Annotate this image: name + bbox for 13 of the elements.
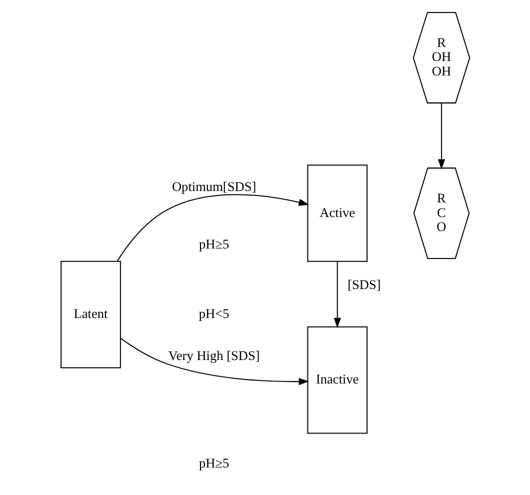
arrow bbox=[333, 262, 340, 328]
node-box: Latent bbox=[60, 260, 120, 368]
node-box: Inactive bbox=[306, 326, 368, 434]
arrow bbox=[120, 338, 309, 386]
label: pH≥5 bbox=[198, 236, 229, 252]
edge-label: Optimum[SDS] bbox=[171, 179, 256, 194]
arrow bbox=[116, 194, 308, 262]
edge-label: Very High [SDS] bbox=[168, 348, 260, 364]
label: pH≥5 bbox=[198, 455, 229, 470]
edge-label: [SDS] bbox=[347, 276, 380, 292]
node-box: Active bbox=[306, 164, 368, 262]
arrow bbox=[437, 102, 445, 170]
label: pH<5 bbox=[198, 306, 229, 322]
